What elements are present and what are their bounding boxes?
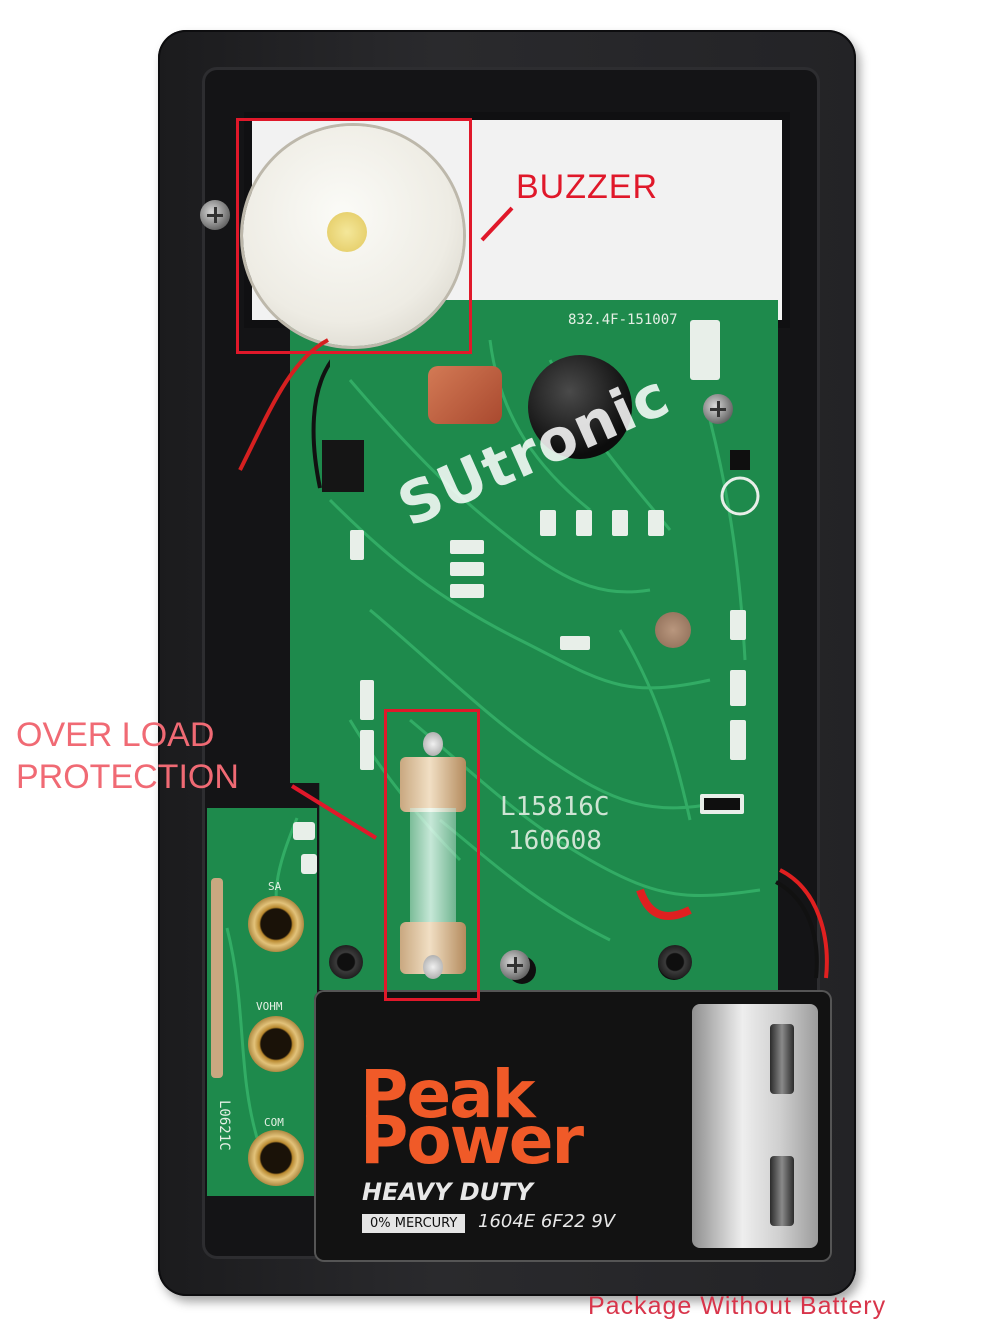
left-board-id: L0621C [216,1100,232,1151]
test-pad [655,612,691,648]
pcb-screw-icon [703,394,733,424]
jack-vohm [248,1016,304,1072]
board-id: L15816C [500,792,610,822]
film-capacitor [428,366,502,424]
overload-label-line2: PROTECTION [16,758,239,796]
battery-brand-line1: Peak [360,1056,536,1133]
mount-post [329,945,363,979]
battery-cap [692,1004,818,1248]
jack-label-vohm: VOHM [256,1000,283,1013]
battery-wires [636,868,829,979]
overload-label-line1: OVER LOAD [16,716,215,754]
ic-chip [322,440,364,492]
footer-note: Package Without Battery [588,1292,887,1320]
fuse-glass [410,808,456,928]
battery-duty: HEAVY DUTY [362,1178,533,1206]
jack-sa [248,896,304,952]
fuse-clip [423,955,443,979]
buzzer-center [327,212,367,252]
mount-post [658,945,692,979]
battery-model: 1604E 6F22 9V [478,1211,616,1232]
battery-brand-line2: Power [360,1102,584,1179]
fuse-clip [423,732,443,756]
board-code: 832.4F-151007 [568,312,678,328]
battery-terminal [770,1156,794,1226]
chip-on-board [528,355,632,459]
input-pcb [207,808,317,1196]
pcb-screw-icon [500,950,530,980]
fuse-highlight-box [384,709,480,1001]
jack-label-sa: SA [268,880,282,893]
buzzer-label: BUZZER [516,168,658,206]
callout-lines [290,206,514,840]
buzzer-wires [238,338,330,489]
case-screw-icon [200,200,230,230]
battery-mercury-badge: 0% MERCURY [362,1214,466,1233]
fuse-holder-top [400,757,466,812]
battery-terminal [770,1024,794,1094]
jack-label-com: COM [264,1116,284,1129]
date-code: 160608 [508,826,602,856]
overload-label: OVER LOAD PROTECTION [16,714,239,798]
buzzer-highlight-box [236,118,472,354]
jack-com [248,1130,304,1186]
